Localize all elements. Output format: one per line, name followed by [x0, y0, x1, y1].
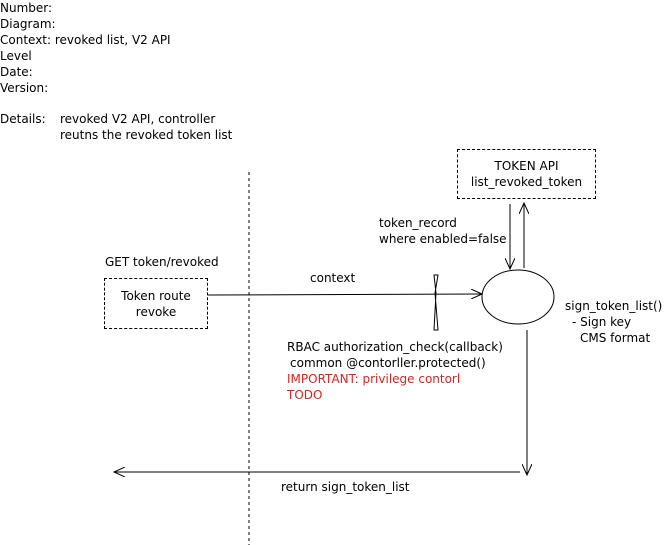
token-route-title: Token route: [121, 289, 191, 303]
important-note: IMPORTANT: privilege contorl: [287, 372, 461, 386]
rbac-label: RBAC authorization_check(callback): [287, 340, 503, 354]
header-context: Context: revoked list, V2 API: [0, 33, 171, 47]
token-api-box: TOKEN API list_revoked_token: [457, 149, 596, 199]
return-label: return sign_token_list: [281, 480, 410, 494]
sign-token-list-label: sign_token_list(): [565, 299, 663, 313]
cms-format-label: CMS format: [580, 331, 651, 345]
sign-key-label: - Sign key: [572, 315, 632, 329]
header-level: Level: [0, 49, 32, 63]
context-label: context: [310, 271, 356, 285]
details-label: Details:: [0, 112, 46, 126]
details-line-1: revoked V2 API, controller: [60, 112, 216, 126]
header-version: Version:: [0, 81, 49, 95]
get-request-label: GET token/revoked: [105, 255, 219, 269]
header-diagram: Diagram:: [0, 17, 56, 31]
where-enabled-label: where enabled=false: [379, 232, 507, 246]
token-api-method: list_revoked_token: [470, 175, 583, 189]
token-api-title: TOKEN API: [494, 159, 559, 173]
header-number: Number:: [0, 1, 53, 15]
details-line-2: reutns the revoked token list: [60, 128, 233, 142]
token-route-action: revoke: [135, 305, 177, 319]
token-route-box: Token route revoke: [104, 278, 208, 329]
controller-node: [481, 269, 555, 325]
todo-note: TODO: [287, 388, 323, 402]
authorization-check-marker: [433, 274, 439, 331]
common-protected-label: common @contorller.protected(): [290, 356, 486, 370]
token-record-label: token_record: [379, 216, 457, 230]
header-date: Date:: [0, 65, 33, 79]
